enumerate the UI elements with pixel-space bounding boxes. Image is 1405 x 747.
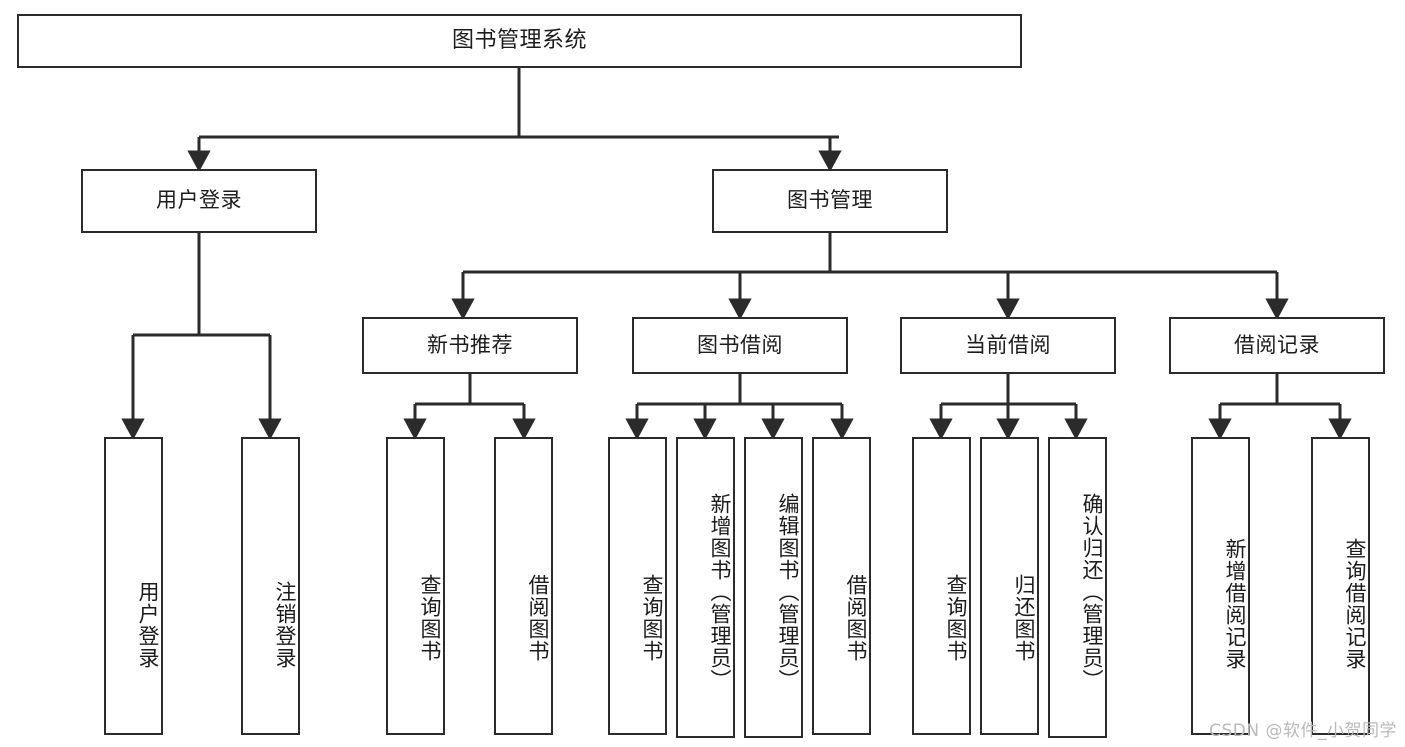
node-label: 归还图书 [1012,574,1036,662]
node-label: 借阅图书 [844,574,868,662]
node-borrowing-record[interactable]: 借阅记录 [1169,317,1385,374]
leaf-current-borrow-query-books[interactable]: 查询图书 [912,437,971,735]
node-label: 新增图书（管理员） [708,492,732,691]
leaf-borrow-record-query-record[interactable]: 查询借阅记录 [1311,437,1370,735]
node-label: 查询图书 [418,574,442,662]
leaf-current-borrow-confirm-return-admin[interactable]: 确认归还（管理员） [1048,437,1107,738]
node-label: 确认归还（管理员） [1080,492,1104,691]
node-label: 查询图书 [640,574,664,662]
leaf-current-borrow-return-books[interactable]: 归还图书 [980,437,1039,735]
node-user-login[interactable]: 用户登录 [81,169,317,233]
node-label: 当前借阅 [965,332,1051,357]
node-label: 新增借阅记录 [1223,538,1247,670]
leaf-user-login-login[interactable]: 用户登录 [104,437,163,735]
leaf-new-book-borrow-books[interactable]: 借阅图书 [494,437,553,735]
leaf-new-book-query-books[interactable]: 查询图书 [386,437,445,735]
leaf-user-login-logout[interactable]: 注销登录 [241,437,300,735]
node-root-library-management-system[interactable]: 图书管理系统 [17,14,1022,68]
node-book-management[interactable]: 图书管理 [712,169,948,233]
leaf-book-borrow-add-book-admin[interactable]: 新增图书（管理员） [676,437,735,738]
node-label: 编辑图书（管理员） [776,492,800,691]
node-label: 查询图书 [944,574,968,662]
node-current-borrowing[interactable]: 当前借阅 [900,317,1116,374]
node-label: 用户登录 [136,581,160,669]
leaf-book-borrow-edit-book-admin[interactable]: 编辑图书（管理员） [744,437,803,738]
leaf-book-borrow-borrow-books[interactable]: 借阅图书 [812,437,871,735]
node-label: 用户登录 [156,188,242,213]
leaf-book-borrow-query-books[interactable]: 查询图书 [608,437,667,735]
node-label: 借阅图书 [526,574,550,662]
node-label: 查询借阅记录 [1343,538,1367,670]
node-label: 图书管理系统 [451,27,587,53]
leaf-borrow-record-add-record[interactable]: 新增借阅记录 [1191,437,1250,735]
node-label: 新书推荐 [427,332,513,357]
node-label: 图书管理 [787,188,873,213]
node-book-borrowing[interactable]: 图书借阅 [632,317,848,374]
node-label: 注销登录 [273,581,297,669]
node-new-book-recommendation[interactable]: 新书推荐 [362,317,578,374]
watermark-text: CSDN @软件_小贺同学 [1209,721,1397,741]
node-label: 借阅记录 [1234,332,1320,357]
node-label: 图书借阅 [697,332,783,357]
